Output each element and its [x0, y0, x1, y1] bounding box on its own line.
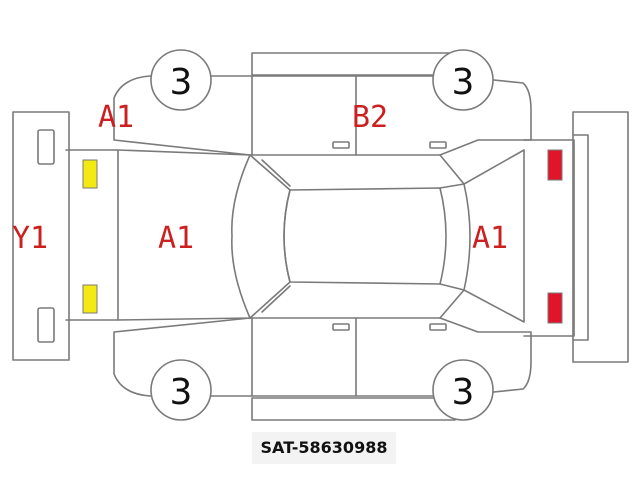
rear-bumper: [572, 111, 629, 363]
wheel-rear-left-count: 3: [452, 62, 475, 103]
wheel-front-left-count: 3: [170, 62, 193, 103]
wheel-rear-right: 3: [432, 359, 494, 421]
wheel-rear-right-count: 3: [452, 372, 475, 413]
front-marker-upper: [82, 159, 98, 189]
bottom-sill: [251, 397, 456, 421]
wheel-rear-left: 3: [432, 49, 494, 111]
wheel-front-right-count: 3: [170, 372, 193, 413]
cabin-top: [249, 149, 525, 323]
code-front-bumper: Y1: [12, 221, 48, 256]
top-sill: [251, 52, 456, 76]
code-hood: A1: [158, 221, 194, 256]
wheel-front-right: 3: [150, 359, 212, 421]
front-marker-lower: [82, 284, 98, 314]
hood-panel: [65, 149, 251, 321]
code-top-right: B2: [352, 100, 388, 135]
front-bumper: [12, 111, 70, 361]
code-trunk: A1: [472, 221, 508, 256]
trunk-panel: [523, 139, 575, 337]
rear-marker-upper: [547, 149, 563, 181]
upper-body-side: [113, 75, 532, 156]
code-top-left: A1: [98, 100, 134, 135]
lower-body-side: [113, 317, 532, 397]
reference-number: SAT-58630988: [252, 432, 396, 464]
rear-marker-lower: [547, 292, 563, 324]
wheel-front-left: 3: [150, 49, 212, 111]
